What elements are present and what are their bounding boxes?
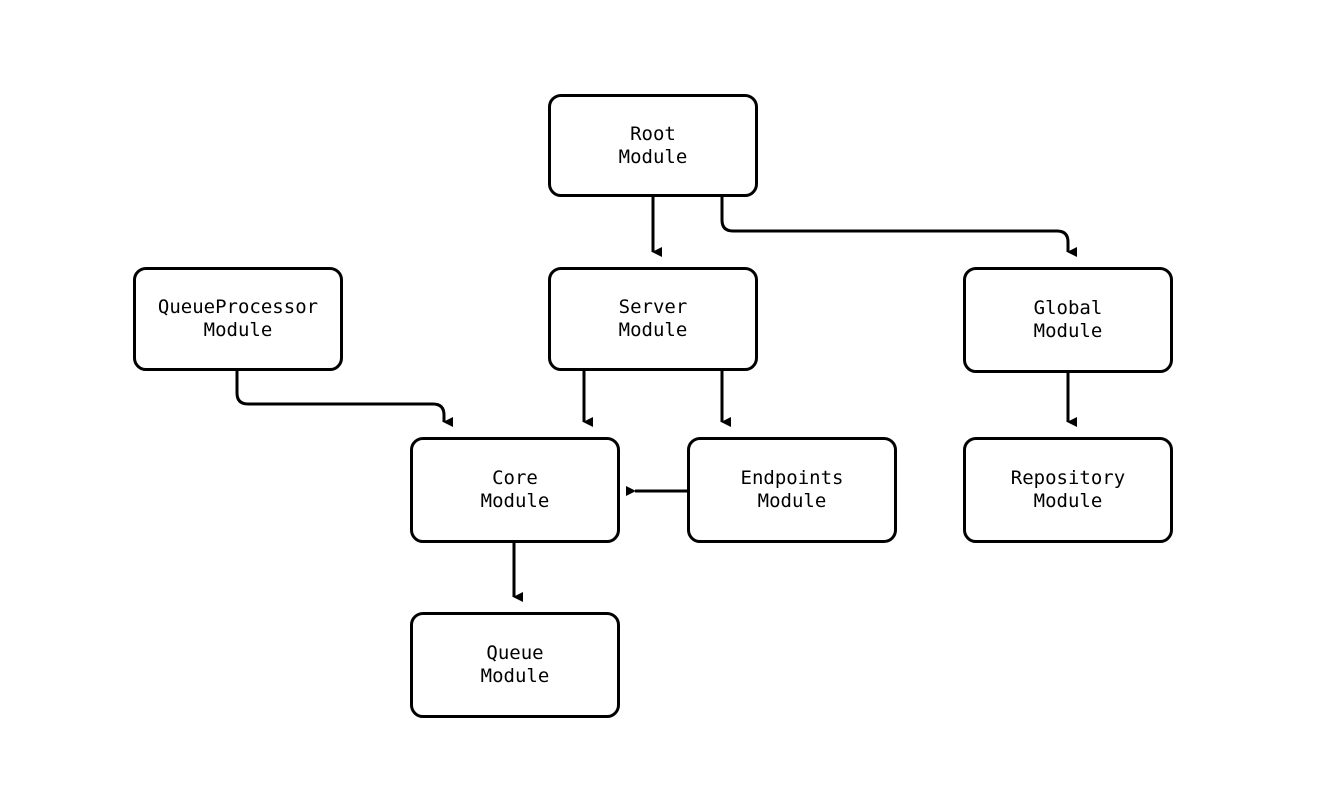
node-endpoints-module[interactable]: Endpoints Module <box>687 437 897 543</box>
node-queueprocessor-module[interactable]: QueueProcessor Module <box>133 267 343 371</box>
node-endpoints-module-label-line1: Endpoints <box>740 467 844 489</box>
node-global-module-label-line2: Module <box>1033 320 1103 342</box>
node-root-module[interactable]: Root Module <box>548 94 758 197</box>
node-queueprocessor-module-label-line1: QueueProcessor <box>157 296 319 318</box>
edge-queueprocessor-to-core <box>235 371 453 427</box>
node-core-module-label-line2: Module <box>480 490 550 512</box>
node-core-module[interactable]: Core Module <box>410 437 620 543</box>
node-queue-module-label-line2: Module <box>480 665 550 687</box>
node-root-module-label-line1: Root <box>630 122 676 145</box>
node-queue-module-label-line1: Queue <box>486 642 544 664</box>
node-repository-module-label-line2: Module <box>1033 490 1103 512</box>
node-queue-module[interactable]: Queue Module <box>410 612 620 718</box>
node-repository-module-label-line1: Repository <box>1010 467 1126 489</box>
edge-root-to-global <box>720 197 1077 257</box>
node-queueprocessor-module-label-line2: Module <box>203 319 273 341</box>
node-server-module-label-line2: Module <box>618 319 688 341</box>
node-global-module[interactable]: Global Module <box>963 267 1173 373</box>
node-repository-module[interactable]: Repository Module <box>963 437 1173 543</box>
node-core-module-label-line1: Core <box>492 467 538 489</box>
node-server-module-label-line1: Server <box>618 296 688 318</box>
node-root-module-label-line2: Module <box>618 145 688 168</box>
node-endpoints-module-label-line2: Module <box>757 490 827 512</box>
node-global-module-label-line1: Global <box>1033 297 1103 319</box>
node-server-module[interactable]: Server Module <box>548 267 758 371</box>
